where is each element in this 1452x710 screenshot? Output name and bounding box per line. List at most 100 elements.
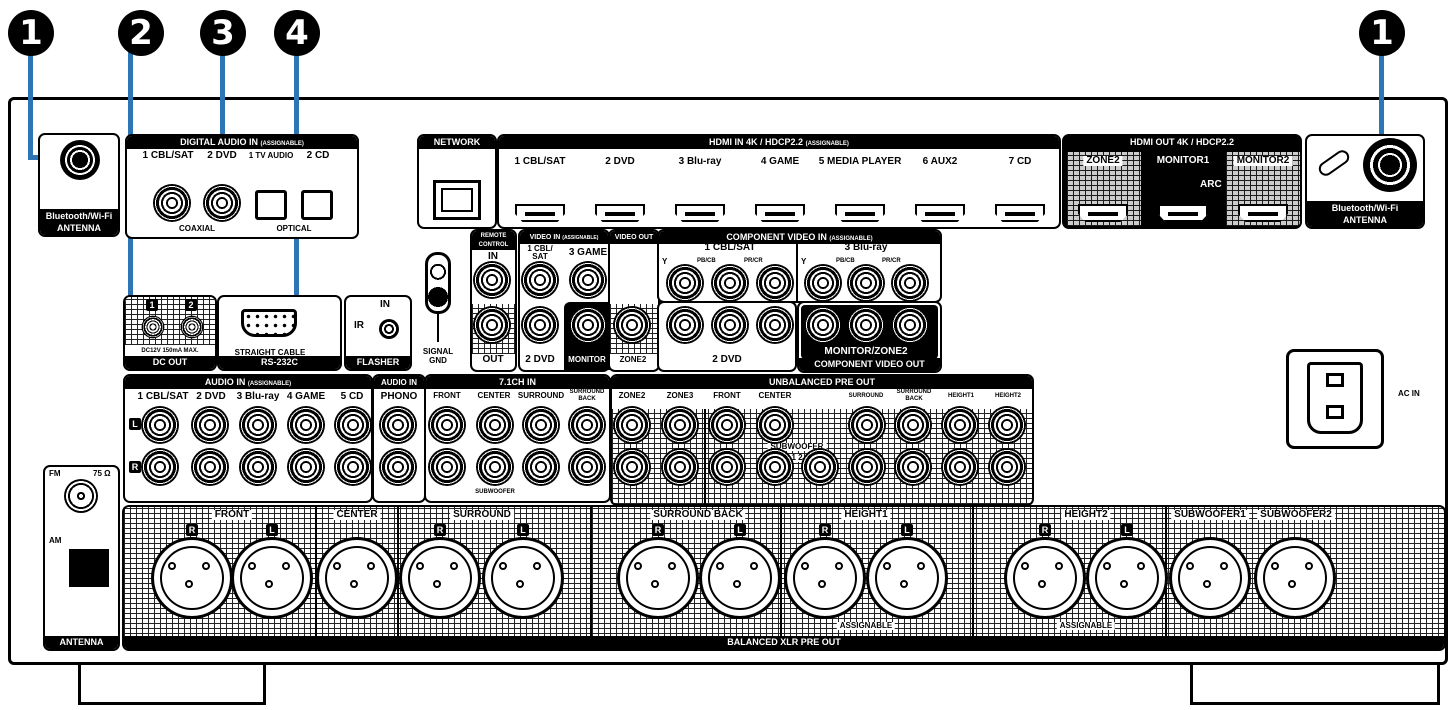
rca-jack[interactable] <box>141 448 179 486</box>
am-terminal[interactable] <box>69 549 109 587</box>
rca-jack[interactable] <box>476 406 514 444</box>
xlr-connector[interactable] <box>784 537 866 619</box>
rca-jack[interactable] <box>428 448 466 486</box>
left-channel-label: L <box>1121 524 1133 536</box>
pre-out-jack[interactable] <box>708 406 746 444</box>
pre-out-jack[interactable] <box>661 448 699 486</box>
rca-jack[interactable] <box>141 406 179 444</box>
rca-jack[interactable] <box>522 406 560 444</box>
pre-out-jack[interactable] <box>848 406 886 444</box>
pre-out-jack[interactable] <box>894 448 932 486</box>
rca-jack[interactable] <box>804 306 842 344</box>
ac-inlet[interactable] <box>1286 349 1384 449</box>
xlr-connector[interactable] <box>1086 537 1168 619</box>
hdmi-in-port[interactable] <box>835 204 885 222</box>
pre-out-jack[interactable] <box>848 448 886 486</box>
xlr-connector[interactable] <box>699 537 781 619</box>
pre-out-jack[interactable] <box>756 406 794 444</box>
xlr-connector[interactable] <box>1254 537 1336 619</box>
rca-jack[interactable] <box>804 264 842 302</box>
xlr-pin <box>202 562 210 570</box>
xlr-connector[interactable] <box>231 537 313 619</box>
xlr-connector[interactable] <box>399 537 481 619</box>
hdmi-in-port[interactable] <box>755 204 805 222</box>
rca-jack[interactable] <box>191 406 229 444</box>
xlr-connector[interactable] <box>617 537 699 619</box>
xlr-connector[interactable] <box>1004 537 1086 619</box>
pre-out-jack[interactable] <box>941 448 979 486</box>
optical-port-1[interactable] <box>255 190 287 220</box>
hdmi-out-port[interactable] <box>1078 204 1128 222</box>
rca-jack[interactable] <box>891 264 929 302</box>
coaxial-jack[interactable] <box>203 184 241 222</box>
rca-jack[interactable] <box>569 306 607 344</box>
xlr-connector[interactable] <box>316 537 398 619</box>
rca-jack[interactable] <box>522 448 560 486</box>
pre-out-jack[interactable] <box>988 448 1026 486</box>
hdmi-out-port[interactable] <box>1158 204 1208 222</box>
rca-jack[interactable] <box>613 306 651 344</box>
rca-jack[interactable] <box>428 406 466 444</box>
rca-jack[interactable] <box>666 264 704 302</box>
xlr-connector[interactable] <box>482 537 564 619</box>
video-out-title: VIDEO OUT <box>610 231 658 244</box>
rca-jack[interactable] <box>711 264 749 302</box>
coaxial-jack[interactable] <box>153 184 191 222</box>
fm-connector[interactable] <box>64 479 98 513</box>
hdmi-in-port[interactable] <box>515 204 565 222</box>
rca-jack[interactable] <box>756 306 794 344</box>
rca-jack[interactable] <box>521 261 559 299</box>
pre-out-jack[interactable] <box>661 406 699 444</box>
rca-jack[interactable] <box>239 448 277 486</box>
hdmi-in-port[interactable] <box>995 204 1045 222</box>
dc-out-jack[interactable] <box>180 315 204 339</box>
rca-jack[interactable] <box>847 306 885 344</box>
signal-gnd-terminal[interactable] <box>425 252 451 314</box>
rca-jack[interactable] <box>521 306 559 344</box>
xlr-connector[interactable] <box>1169 537 1251 619</box>
antenna-connector[interactable] <box>1363 138 1417 192</box>
rs232c-port[interactable] <box>241 309 297 337</box>
rca-jack[interactable] <box>847 264 885 302</box>
dc-out-jack[interactable] <box>141 315 165 339</box>
hdmi-out-port[interactable] <box>1238 204 1288 222</box>
rca-jack[interactable] <box>666 306 704 344</box>
pre-out-jack[interactable] <box>894 406 932 444</box>
rca-jack[interactable] <box>379 406 417 444</box>
rca-jack[interactable] <box>891 306 929 344</box>
pre-out-jack[interactable] <box>756 448 794 486</box>
rca-jack[interactable] <box>711 306 749 344</box>
rca-jack[interactable] <box>476 448 514 486</box>
phono-title: AUDIO IN <box>374 376 424 389</box>
ir-jack[interactable] <box>379 319 399 339</box>
rca-jack[interactable] <box>756 264 794 302</box>
hdmi-in-port[interactable] <box>915 204 965 222</box>
pre-out-jack[interactable] <box>708 448 746 486</box>
rca-jack[interactable] <box>473 306 511 344</box>
ethernet-port[interactable] <box>433 180 481 220</box>
subwoofer-2-jack[interactable] <box>801 448 839 486</box>
rca-jack[interactable] <box>191 448 229 486</box>
xlr-pin <box>1203 580 1211 588</box>
divider <box>704 389 706 504</box>
pre-out-jack[interactable] <box>941 406 979 444</box>
hdmi-in-port[interactable] <box>595 204 645 222</box>
rca-jack[interactable] <box>473 261 511 299</box>
rca-jack[interactable] <box>568 406 606 444</box>
hdmi-in-port[interactable] <box>675 204 725 222</box>
rca-jack[interactable] <box>239 406 277 444</box>
pre-out-jack[interactable] <box>613 406 651 444</box>
rca-jack[interactable] <box>334 406 372 444</box>
optical-port-2[interactable] <box>301 190 333 220</box>
xlr-connector[interactable] <box>151 537 233 619</box>
pre-out-jack[interactable] <box>988 406 1026 444</box>
rca-jack[interactable] <box>334 448 372 486</box>
xlr-connector[interactable] <box>866 537 948 619</box>
rca-jack[interactable] <box>568 448 606 486</box>
rca-jack[interactable] <box>569 261 607 299</box>
rca-jack[interactable] <box>379 448 417 486</box>
pre-out-jack[interactable] <box>613 448 651 486</box>
rca-jack[interactable] <box>287 448 325 486</box>
antenna-connector[interactable] <box>60 140 100 180</box>
rca-jack[interactable] <box>287 406 325 444</box>
